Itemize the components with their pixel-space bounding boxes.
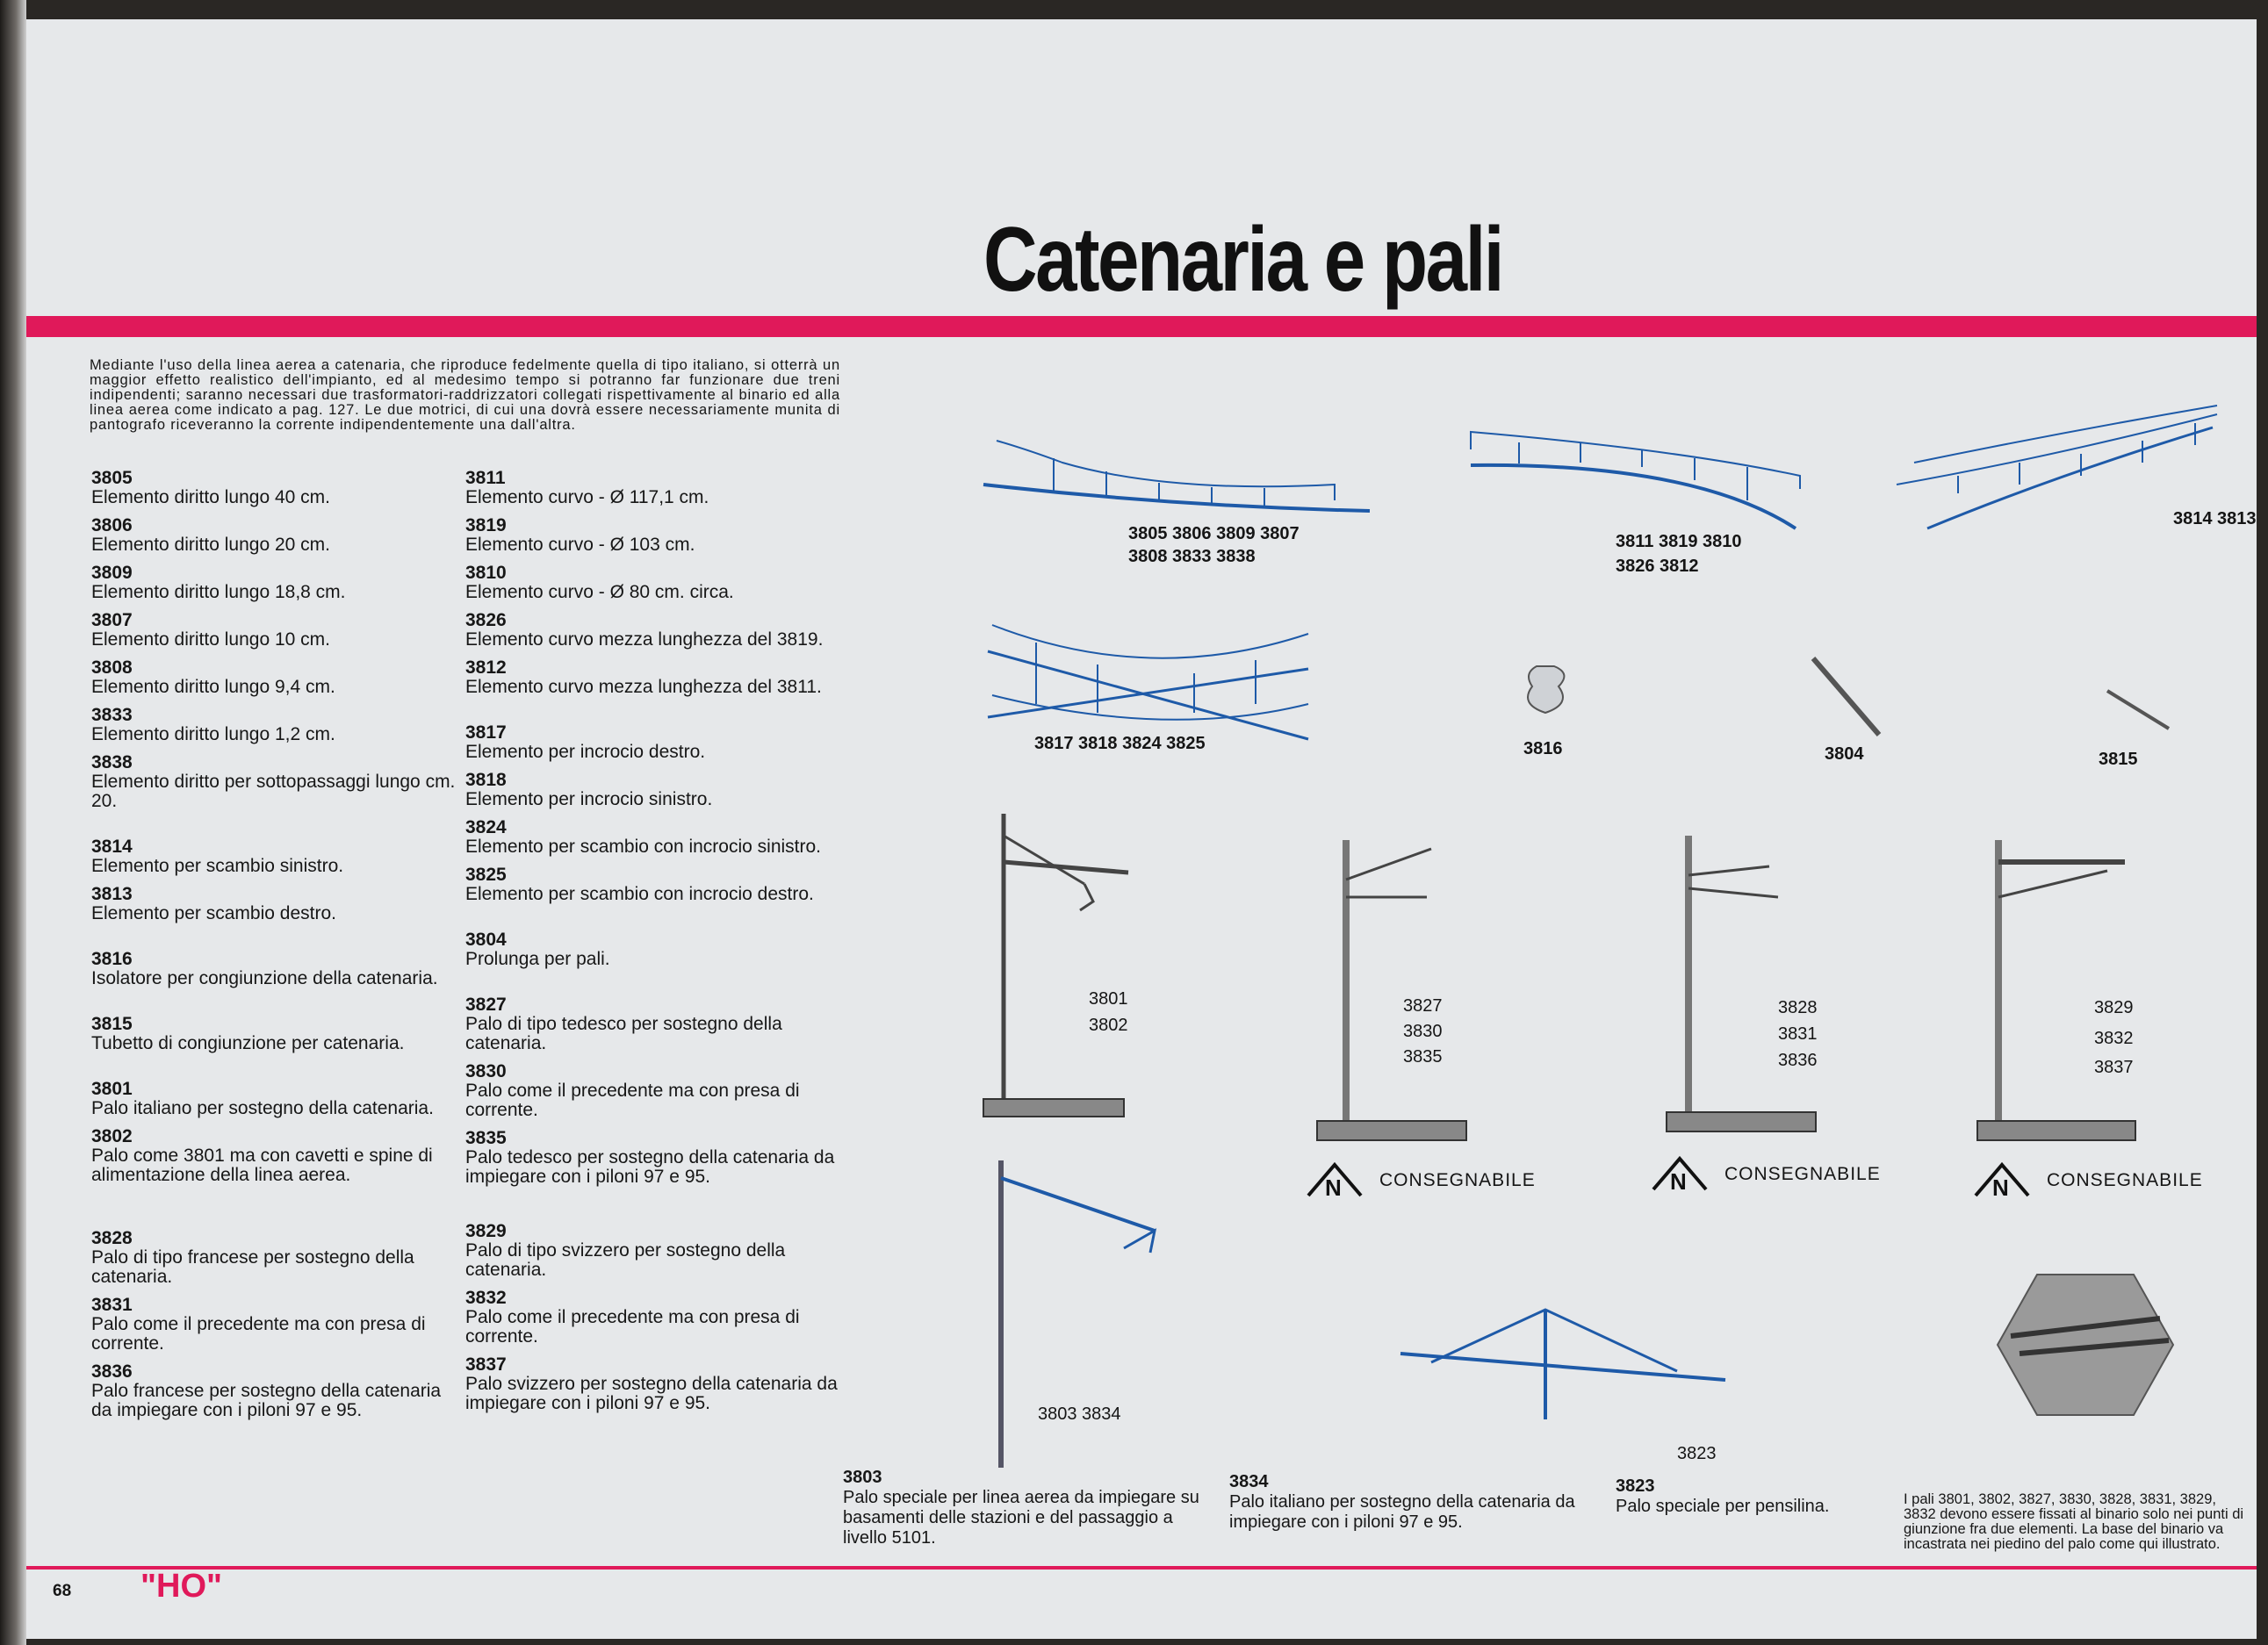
drawing-label: 3829: [2094, 998, 2134, 1017]
drawing-label: 3802: [1089, 1016, 1128, 1035]
page-number: 68: [53, 1582, 72, 1600]
track-joint-detail-drawing: [1996, 1274, 2175, 1416]
n-scale-icon: N: [1307, 1161, 1363, 1201]
book-spine: [0, 0, 26, 1645]
caption-3803: 3803 Palo speciale per linea aerea da im…: [843, 1468, 1199, 1548]
mounting-note: I pali 3801, 3802, 3827, 3830, 3828, 383…: [1904, 1491, 2244, 1552]
drawing-label: 3808 3833 3838: [1128, 547, 1256, 566]
joint-tube-drawing: [2106, 689, 2171, 730]
drawing-label: 3805 3806 3809 3807: [1128, 524, 1300, 543]
pole-french-drawing: [1666, 836, 1817, 1132]
drawing-label: 3811 3819 3810: [1616, 532, 1742, 551]
drawing-label: 3832: [2094, 1029, 2134, 1048]
drawing-label: 3816: [1523, 739, 1563, 758]
pole-platform-drawing: [1400, 1308, 1726, 1419]
drawing-label: 3828: [1778, 998, 1818, 1017]
drawing-label: 3827: [1403, 996, 1443, 1016]
n-scale-icon: N: [1974, 1161, 2030, 1201]
drawing-label: 3826 3812: [1616, 557, 1699, 576]
drawing-label: 3817 3818 3824 3825: [1034, 734, 1206, 753]
title-band: [26, 316, 2257, 337]
footer-rule: [26, 1566, 2257, 1570]
crossing-catenary-drawing: [987, 624, 1309, 741]
drawing-label: 3831: [1778, 1024, 1818, 1044]
pole-swiss-drawing: [1976, 840, 2136, 1141]
gauge-label: "HO": [140, 1568, 223, 1605]
svg-text:N: N: [1325, 1174, 1342, 1201]
consegnabile-badge: N CONSEGNABILE: [1304, 1160, 1536, 1201]
extension-piece-drawing: [1811, 657, 1882, 736]
switch-catenary-drawing: [1896, 405, 2218, 530]
page-title: Catenaria e pali: [983, 209, 1504, 311]
drawing-label: 3801: [1089, 989, 1128, 1009]
consegnabile-badge: N CONSEGNABILE: [1971, 1160, 2203, 1201]
pole-special-drawing: [998, 1160, 1157, 1468]
drawing-label: 3814 3813: [2173, 509, 2257, 528]
drawing-label: 3835: [1403, 1047, 1443, 1067]
drawing-label: 3823: [1677, 1444, 1717, 1463]
insulator-drawing: [1527, 665, 1566, 715]
straight-catenary-drawing: [983, 440, 1371, 513]
drawing-label: 3804: [1825, 744, 1864, 764]
drawing-label: 3836: [1778, 1051, 1818, 1070]
drawing-label: 3815: [2099, 750, 2138, 769]
curved-catenary-drawing: [1470, 430, 1801, 530]
catalog-page: Catenaria e pali Mediante l'uso della li…: [26, 19, 2257, 1639]
svg-text:N: N: [1670, 1168, 1687, 1195]
caption-3834: 3834 Palo italiano per sostegno della ca…: [1229, 1472, 1575, 1532]
svg-text:N: N: [1992, 1174, 2009, 1201]
consegnabile-badge: N CONSEGNABILE: [1649, 1154, 1881, 1195]
drawing-label: 3837: [2094, 1058, 2134, 1077]
pole-italian-drawing: [983, 814, 1129, 1117]
drawing-label: 3803 3834: [1038, 1404, 1121, 1424]
drawing-label: 3830: [1403, 1022, 1443, 1041]
intro-paragraph: Mediante l'uso della linea aerea a caten…: [90, 357, 840, 433]
caption-3823: 3823 Palo speciale per pensilina.: [1616, 1476, 1830, 1516]
n-scale-icon: N: [1652, 1155, 1708, 1195]
catenary-illustrations: [983, 405, 2218, 1468]
pole-german-drawing: [1316, 840, 1467, 1141]
